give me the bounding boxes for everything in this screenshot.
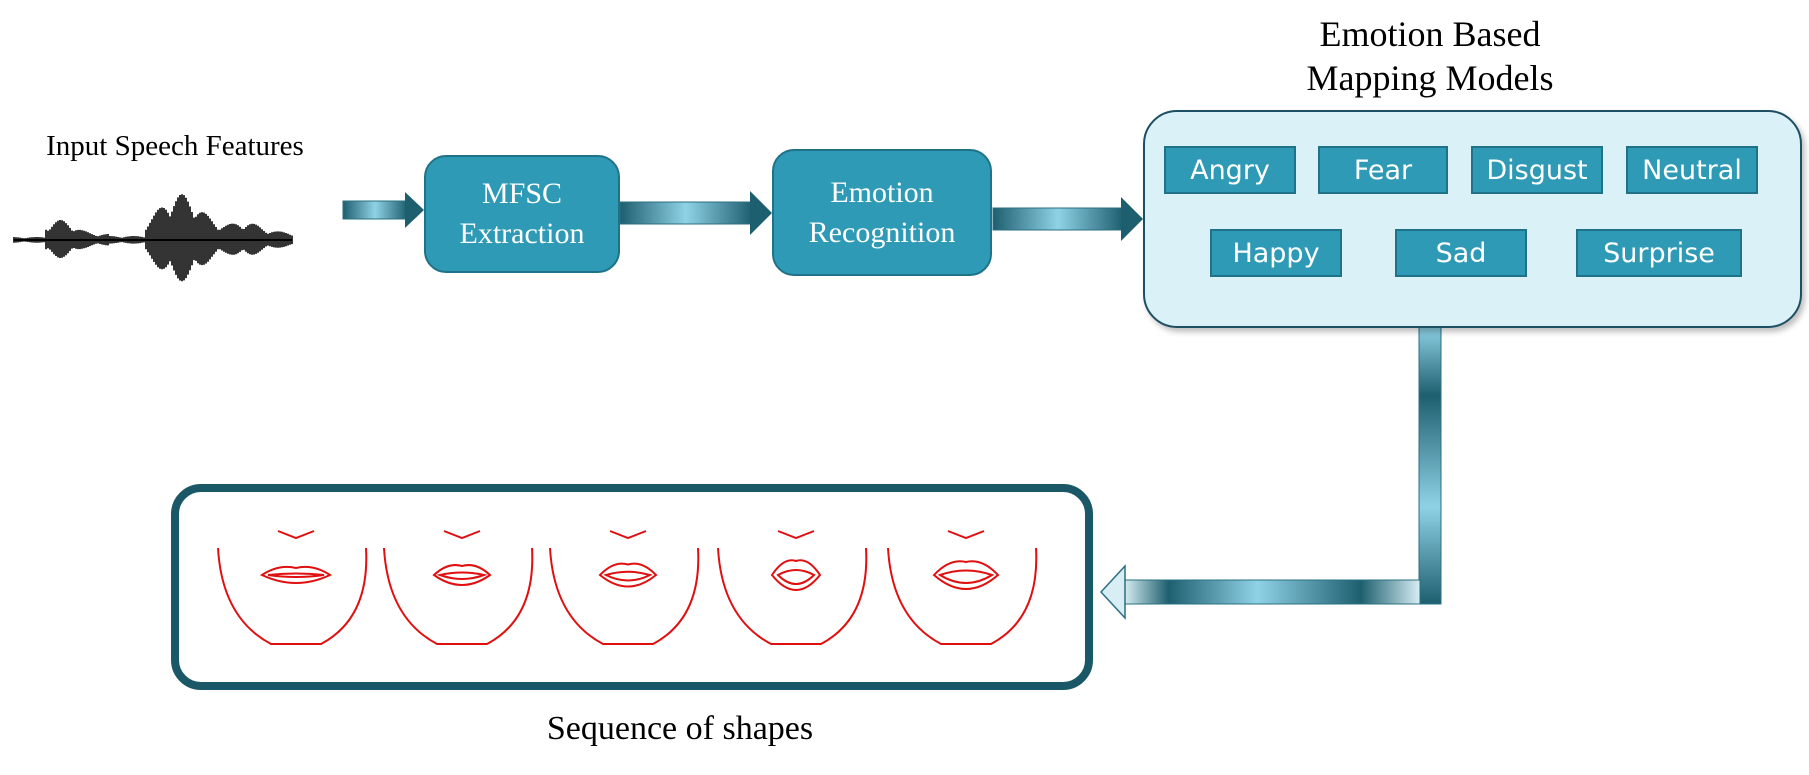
- emotion-chip-happy: Happy: [1210, 229, 1342, 277]
- sequence-of-shapes-label: Sequence of shapes: [546, 710, 814, 747]
- mapping-models-title: Emotion Based Mapping Models: [1240, 12, 1620, 100]
- arrow-emotion-to-models: [992, 197, 1143, 241]
- emotion-chip-fear: Fear: [1318, 146, 1448, 194]
- arrow-models-to-shapes: [1099, 325, 1442, 620]
- emotion-chip-angry: Angry: [1164, 146, 1296, 194]
- emotion-label-line1: Emotion: [830, 175, 934, 209]
- mfsc-extraction-box: MFSC Extraction: [424, 155, 620, 273]
- emotion-chip-disgust: Disgust: [1471, 146, 1603, 194]
- emotion-chip-surprise: Surprise: [1576, 229, 1742, 277]
- emotion-label-line2: Recognition: [808, 215, 956, 249]
- speech-waveform: [13, 194, 293, 282]
- emotion-chip-sad: Sad: [1395, 229, 1527, 277]
- mapping-models-title-line2: Mapping Models: [1306, 58, 1554, 98]
- emotion-recognition-box: Emotion Recognition: [772, 149, 992, 276]
- input-speech-label: Input Speech Features: [46, 130, 304, 162]
- arrow-mfsc-to-emotion: [619, 191, 772, 235]
- mouth-shapes-frame: [171, 484, 1093, 690]
- mapping-models-title-line1: Emotion Based: [1319, 14, 1541, 54]
- arrow-input-to-mfsc: [342, 192, 424, 228]
- emotion-chip-neutral: Neutral: [1626, 146, 1758, 194]
- mfsc-label-line2: Extraction: [459, 217, 585, 250]
- emotion-models-panel: Angry Fear Disgust Neutral Happy Sad Sur…: [1143, 110, 1802, 328]
- mfsc-label-line1: MFSC: [481, 177, 563, 210]
